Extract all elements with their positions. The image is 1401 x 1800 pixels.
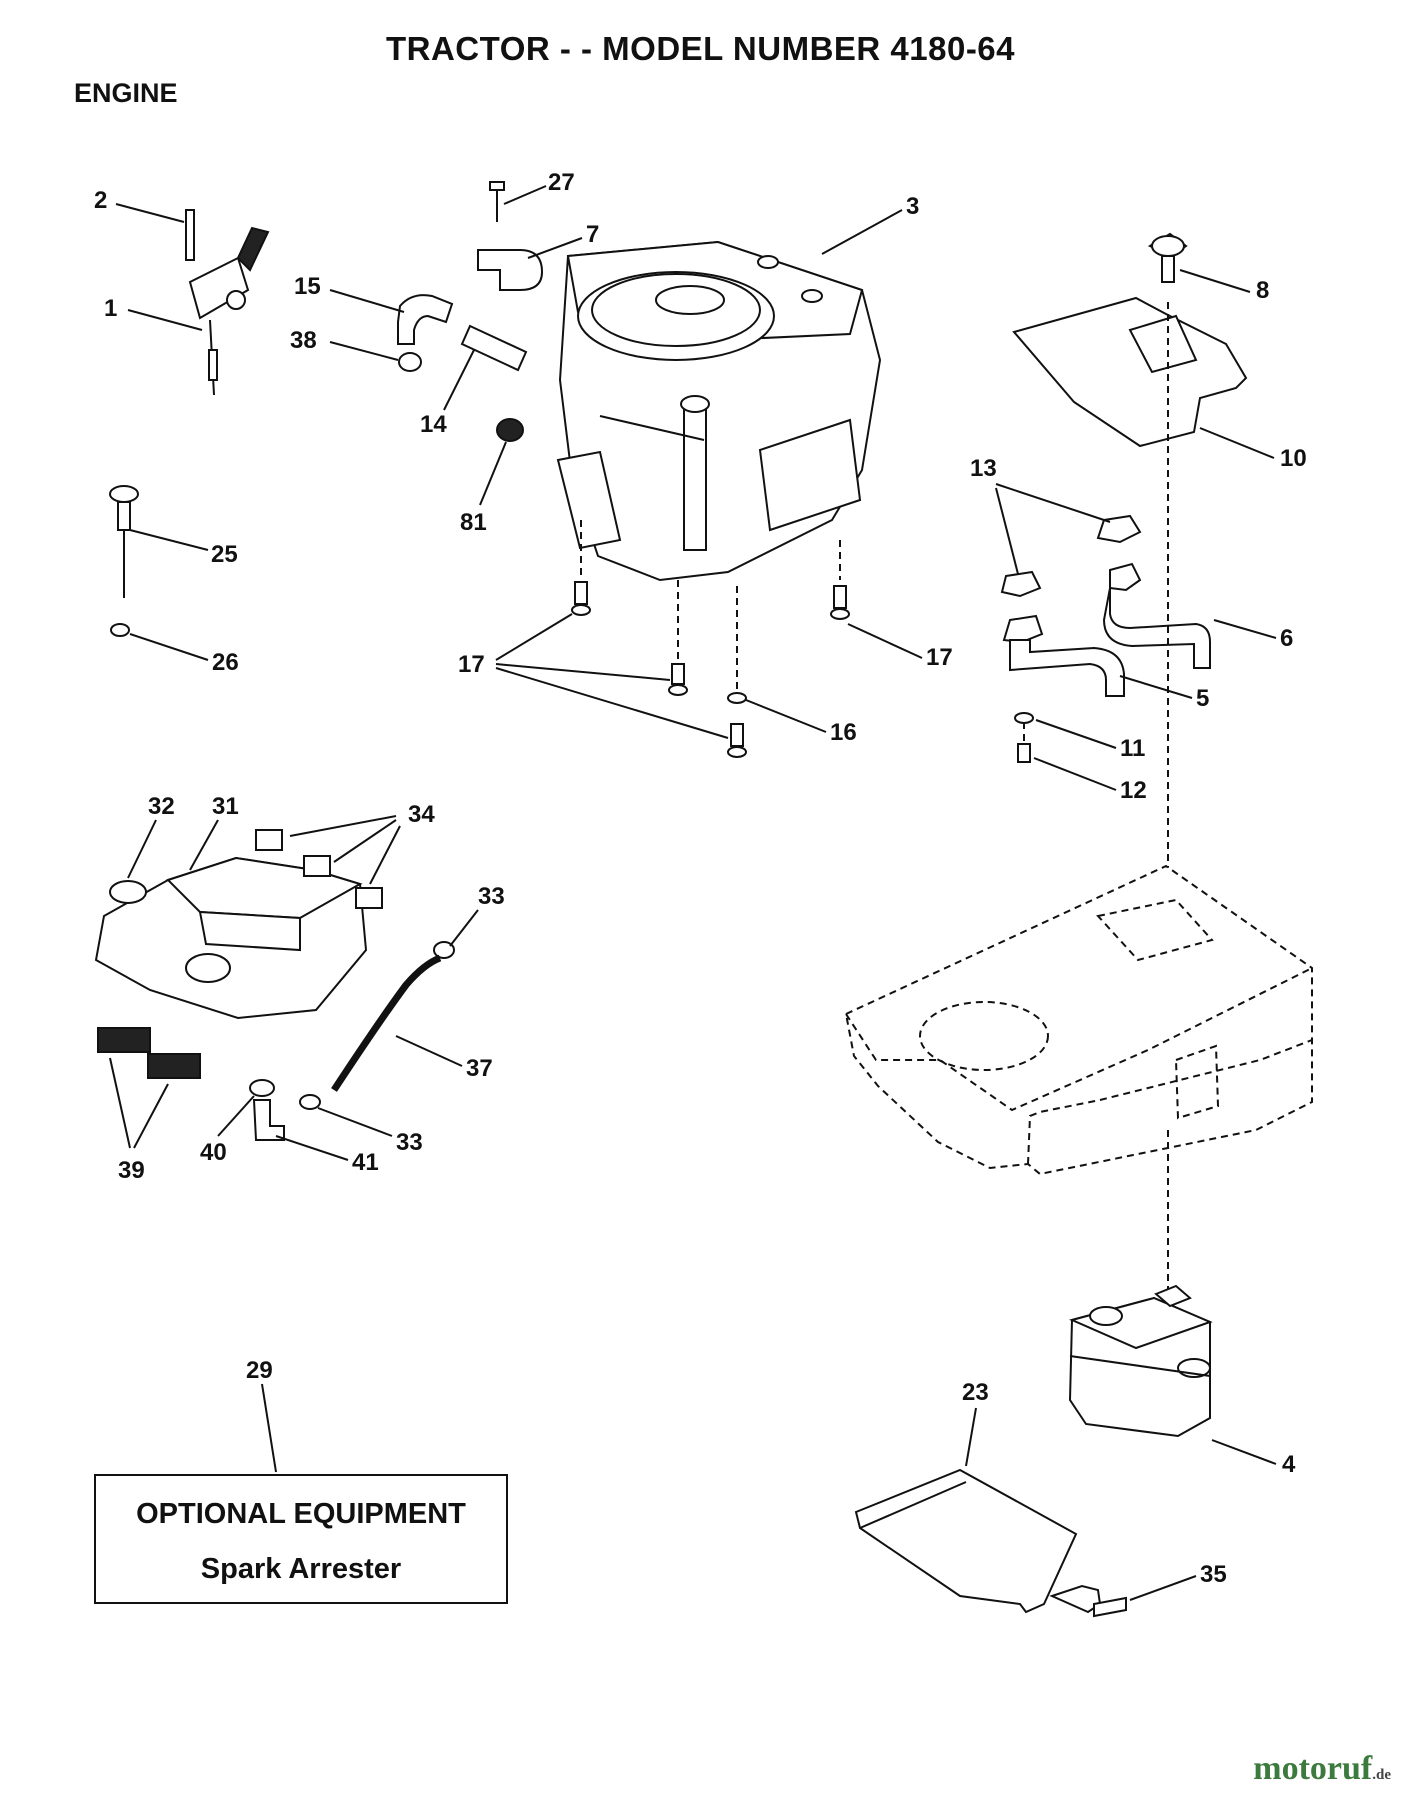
callout-3: 3: [821, 193, 919, 255]
callout-label-31: 31: [212, 793, 239, 820]
callout-17-right: 17: [847, 623, 953, 671]
watermark-brand: motoruf: [1253, 1750, 1373, 1787]
callout-6: 6: [1213, 619, 1293, 652]
pads-34: [255, 829, 383, 909]
page-title: TRACTOR - - MODEL NUMBER 4180-64: [385, 30, 1016, 67]
callout-label-10: 10: [1280, 445, 1307, 472]
fuel-tank: [94, 856, 368, 1020]
optional-equipment-title: OPTIONAL EQUIPMENT: [136, 1498, 466, 1530]
watermark-tld: .de: [1372, 1767, 1391, 1783]
callout-33-top: 33: [449, 883, 505, 947]
callout-37: 37: [395, 1035, 493, 1082]
callout-32: 32: [127, 793, 175, 879]
callout-34: 34: [289, 801, 435, 885]
callout-label-81: 81: [460, 509, 487, 536]
callout-label-13: 13: [970, 455, 997, 482]
callout-38: 38: [290, 327, 399, 361]
callout-4: 4: [1211, 1439, 1296, 1478]
callout-label-33-bottom: 33: [396, 1129, 423, 1156]
callout-label-40: 40: [200, 1139, 227, 1166]
callout-label-25: 25: [211, 541, 238, 568]
callout-40: 40: [200, 1095, 255, 1166]
spark-arrester-shield: [854, 1468, 1127, 1618]
optional-equipment-box: OPTIONAL EQUIPMENT Spark Arrester: [94, 1474, 508, 1604]
callout-31: 31: [189, 793, 239, 871]
callout-8: 8: [1179, 269, 1269, 304]
callout-label-33-top: 33: [478, 883, 505, 910]
callout-39: 39: [109, 1057, 169, 1184]
fuel-fittings: [249, 941, 455, 1141]
callout-25: 25: [129, 529, 238, 568]
callout-label-6: 6: [1280, 625, 1293, 652]
callout-27: 27: [503, 169, 575, 205]
callout-label-41: 41: [352, 1149, 379, 1176]
optional-equipment-item: Spark Arrester: [200, 1553, 402, 1585]
heat-shield: [1012, 232, 1248, 448]
watermark-logo: motoruf.de: [1253, 1750, 1391, 1788]
callout-29: 29: [246, 1357, 277, 1473]
callout-label-16: 16: [830, 719, 857, 746]
fittings: [397, 294, 528, 442]
callout-label-11: 11: [1120, 735, 1145, 762]
callout-label-35: 35: [1200, 1561, 1227, 1588]
frame-dashed: [844, 302, 1313, 1290]
callout-label-5: 5: [1196, 685, 1209, 712]
callout-label-12: 12: [1120, 777, 1147, 804]
pads-39: [97, 1027, 201, 1079]
callout-label-27: 27: [548, 169, 575, 196]
section-heading: ENGINE: [74, 78, 178, 108]
callout-2: 2: [94, 187, 185, 223]
callout-label-38: 38: [290, 327, 317, 354]
callout-label-39: 39: [118, 1157, 145, 1184]
callout-label-34: 34: [408, 801, 435, 828]
callout-7: 7: [527, 221, 599, 259]
choke-knob: [109, 485, 139, 637]
callout-26: 26: [129, 633, 239, 676]
callout-label-26: 26: [212, 649, 239, 676]
callout-11: 11: [1035, 719, 1145, 762]
muffler: [1068, 1284, 1213, 1438]
callout-33-bottom: 33: [317, 1107, 423, 1156]
callout-14: 14: [420, 349, 475, 438]
engine-bolts: [571, 520, 850, 758]
exhaust-pipes: [1000, 514, 1211, 763]
callout-label-14: 14: [420, 411, 447, 438]
callout-10: 10: [1199, 427, 1307, 472]
callout-label-17-right: 17: [926, 644, 953, 671]
callout-16: 16: [745, 699, 857, 746]
callout-label-37: 37: [466, 1055, 493, 1082]
callout-label-3: 3: [906, 193, 919, 220]
engine: [556, 240, 882, 582]
callout-label-29: 29: [246, 1357, 273, 1384]
callout-label-4: 4: [1282, 1451, 1296, 1478]
throttle-control: [185, 209, 270, 396]
callout-label-32: 32: [148, 793, 175, 820]
callout-81: 81: [460, 441, 507, 536]
callout-label-17-left: 17: [458, 651, 485, 678]
callout-label-2: 2: [94, 187, 107, 214]
callout-label-8: 8: [1256, 277, 1269, 304]
callout-label-7: 7: [586, 221, 599, 248]
callout-23: 23: [962, 1379, 989, 1467]
callout-12: 12: [1033, 757, 1147, 804]
callout-label-15: 15: [294, 273, 321, 300]
callout-5: 5: [1119, 675, 1209, 712]
callout-17-left: 17: [458, 613, 729, 739]
callout-35: 35: [1129, 1561, 1227, 1601]
callout-label-23: 23: [962, 1379, 989, 1406]
clamp: [477, 181, 544, 291]
callout-13: 13: [970, 455, 1111, 575]
callout-label-1: 1: [104, 295, 117, 322]
callout-1: 1: [104, 295, 203, 331]
callout-41: 41: [275, 1135, 379, 1176]
callout-15: 15: [294, 273, 405, 313]
